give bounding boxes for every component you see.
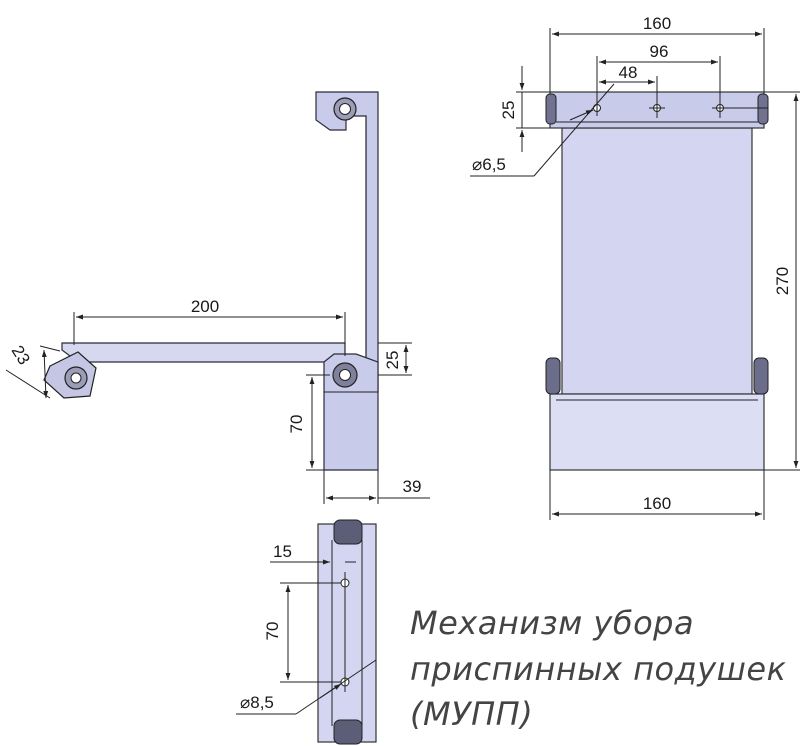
- dim-arm-length: 200: [191, 297, 219, 316]
- left-pivot: [545, 357, 561, 395]
- dim-top-offset: 25: [499, 101, 518, 120]
- title-line-1: Механизм убора: [410, 604, 694, 642]
- bottom-view: 15 70 ⌀8,5: [236, 519, 377, 745]
- bottom-plate: [549, 393, 765, 471]
- bottom-bracket: [317, 523, 377, 743]
- horizontal-arm: [61, 342, 346, 369]
- dim-bracket-height: 70: [287, 415, 306, 434]
- dim-height: 270: [773, 267, 792, 295]
- dim-bottom-offset: 15: [273, 542, 292, 561]
- dim-bottom-width: 160: [643, 494, 671, 513]
- side-view: 200 23 25 70 39: [5, 91, 430, 504]
- dim-angle: 23: [8, 342, 34, 368]
- dim-large-hole: ⌀8,5: [240, 693, 274, 712]
- dim-arm-offset: 25: [383, 351, 402, 370]
- dim-bracket-width: 39: [403, 477, 422, 496]
- dim-small-hole: ⌀6,5: [472, 155, 506, 174]
- front-view: 160 96 48 25 ⌀6,5 270 160: [470, 14, 800, 520]
- dim-half-spacing: 48: [619, 63, 638, 82]
- title-line-3: (МУПП): [410, 695, 533, 733]
- right-pivot: [753, 357, 769, 395]
- dim-top-spacing: 96: [650, 42, 669, 61]
- dim-top-width: 160: [643, 14, 671, 33]
- title-line-2: приспинных подушек: [410, 650, 787, 688]
- dim-bottom-spacing: 70: [263, 622, 282, 641]
- title-block: Механизм убора приспинных подушек (МУПП): [410, 604, 787, 733]
- main-panel: [561, 127, 753, 395]
